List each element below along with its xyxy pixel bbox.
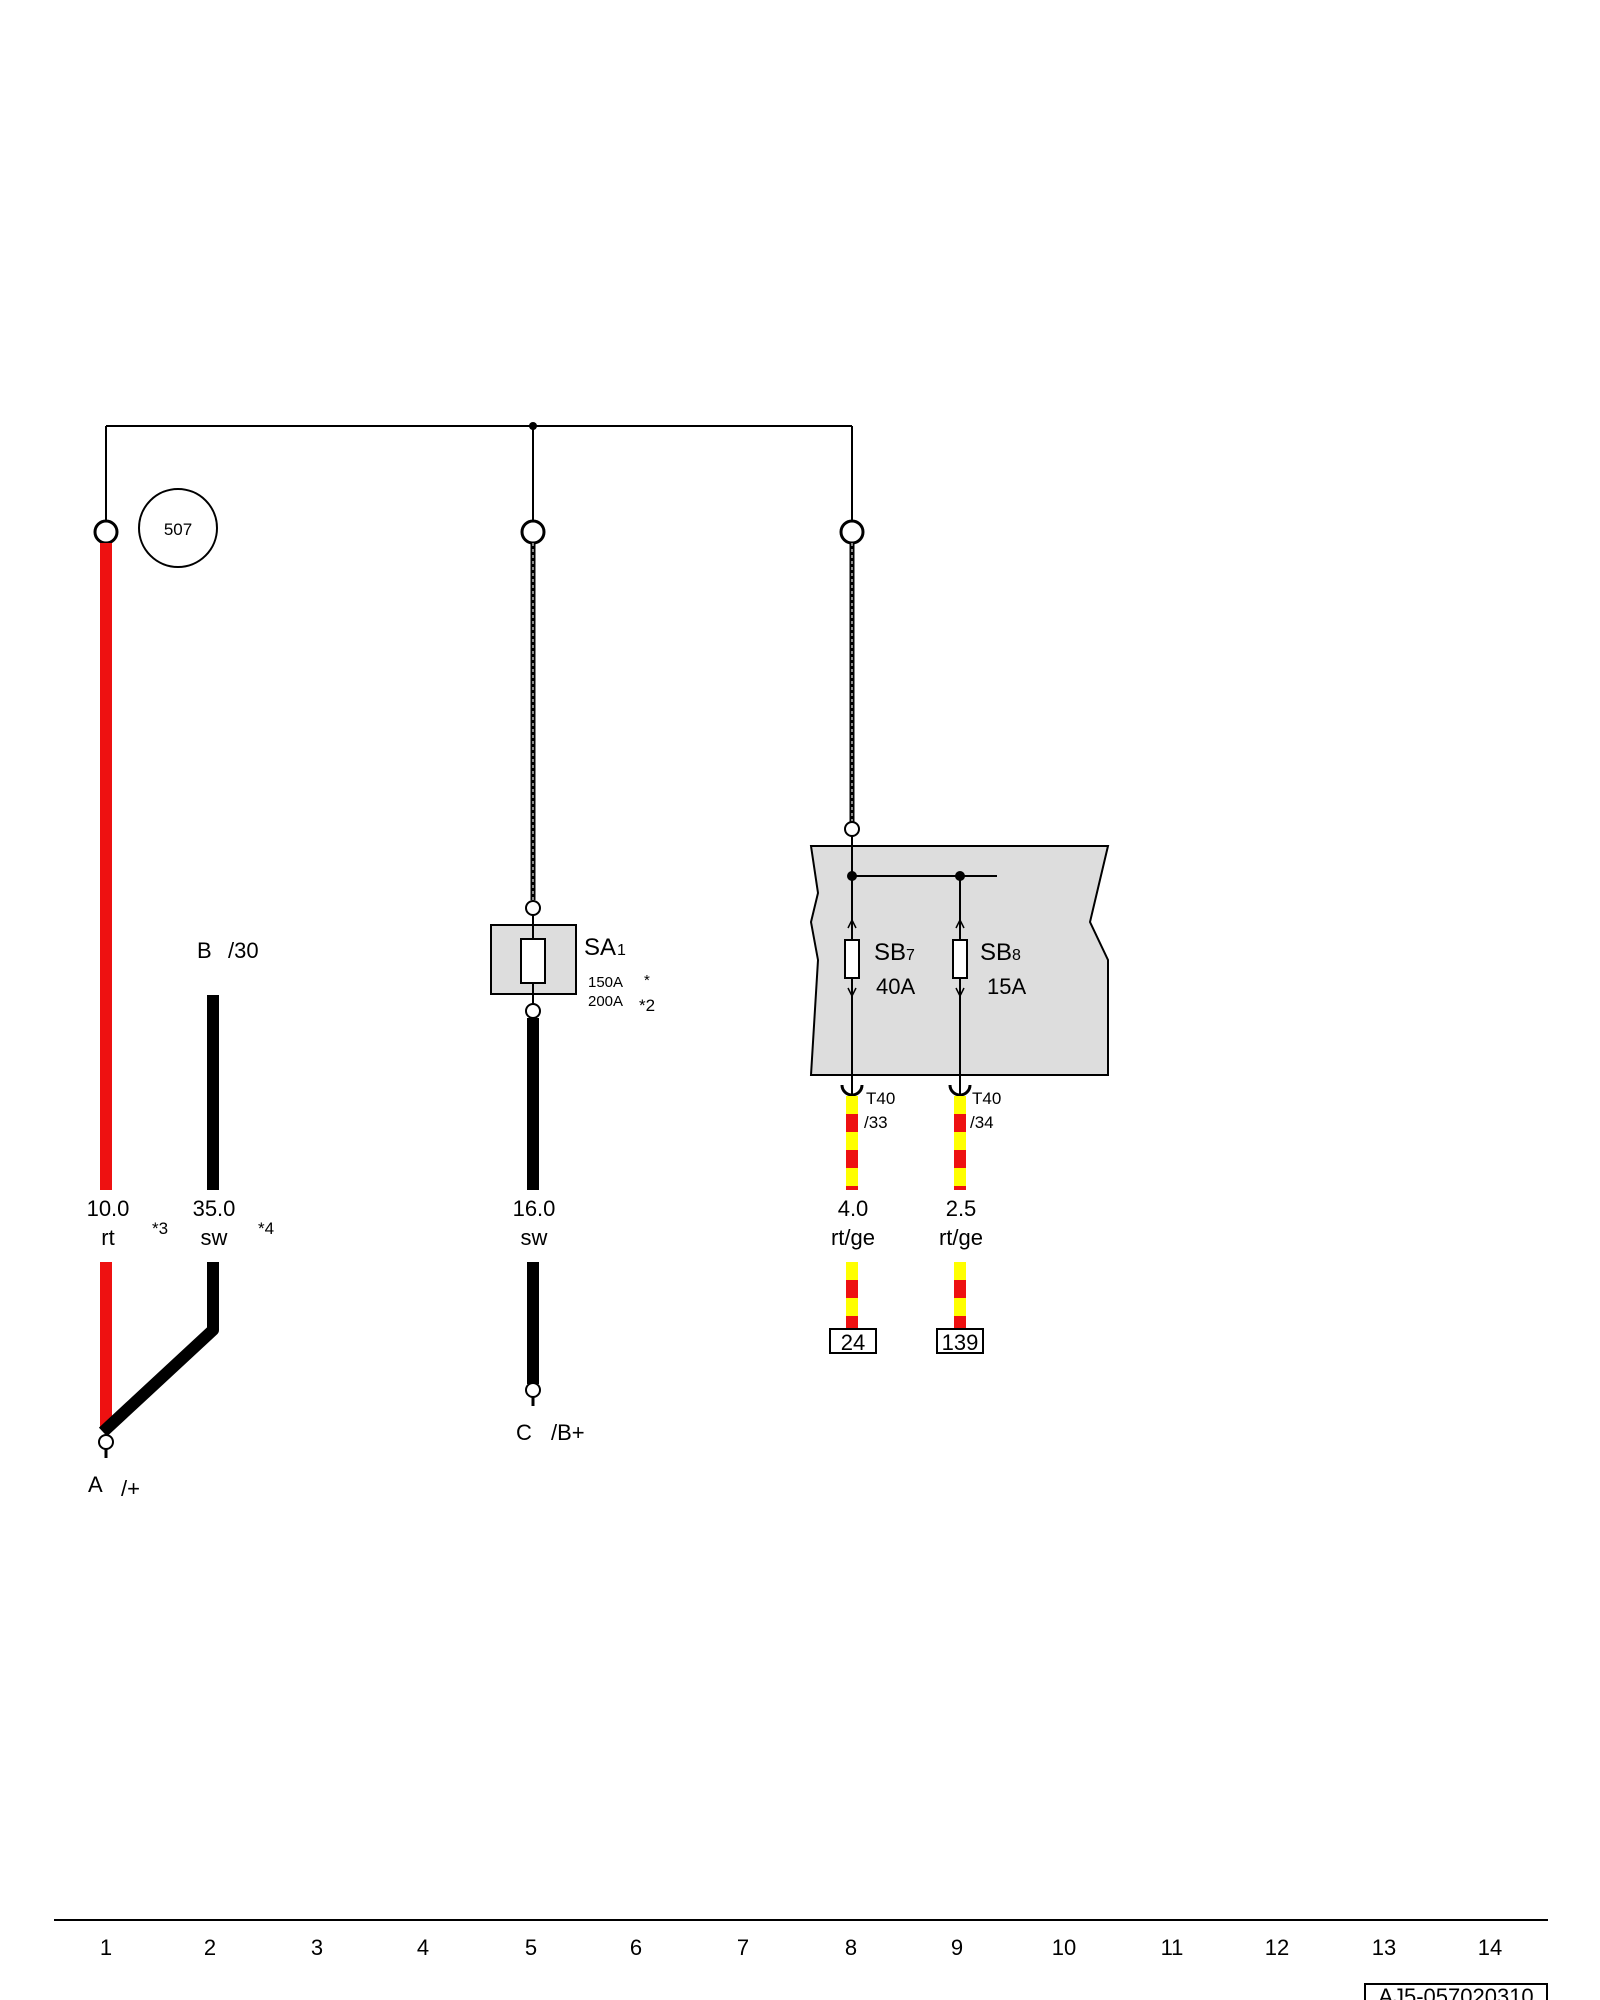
fuse-box: SB 7 40A SB 8 15A xyxy=(809,836,1110,1076)
svg-text:13: 13 xyxy=(1372,1935,1396,1960)
terminal-b: B /30 xyxy=(197,938,259,963)
fuse-sb8-name: SB xyxy=(980,939,1012,966)
svg-text:rt/ge: rt/ge xyxy=(831,1225,875,1250)
connector-sb8-pin: /34 xyxy=(970,1113,994,1132)
svg-text:8: 8 xyxy=(845,1935,857,1960)
svg-text:139: 139 xyxy=(942,1330,979,1355)
svg-text:10.0: 10.0 xyxy=(87,1196,130,1221)
fuse-sa1-name: SA xyxy=(584,934,616,961)
connector-sb7-name: T40 xyxy=(866,1089,895,1108)
fuse-sb7: SB 7 40A xyxy=(844,918,915,999)
svg-text:5: 5 xyxy=(525,1935,537,1960)
reference-box-24: 24 xyxy=(829,1328,877,1355)
wire-2-black xyxy=(98,995,219,1437)
wire-label-8: 4.0 rt/ge xyxy=(831,1196,875,1250)
document-id: AJ5-057020310 xyxy=(1378,1984,1533,2000)
svg-text:sw: sw xyxy=(201,1225,228,1250)
fuse-sa1: SA 1 150A * 200A *2 xyxy=(490,915,655,1015)
terminal-c-letter: C xyxy=(516,1420,532,1445)
terminal-a-letter: A xyxy=(88,1472,103,1497)
terminal-b-letter: B xyxy=(197,938,212,963)
svg-text:rt/ge: rt/ge xyxy=(939,1225,983,1250)
fuse-sa1-mark-1: * xyxy=(644,972,650,989)
fuse-sa1-sub: 1 xyxy=(617,942,626,959)
svg-text:16.0: 16.0 xyxy=(513,1196,556,1221)
svg-text:14: 14 xyxy=(1478,1935,1502,1960)
terminal-b-suffix: /30 xyxy=(228,938,259,963)
fuse-sa1-mark-2: *2 xyxy=(639,996,655,1015)
svg-text:24: 24 xyxy=(841,1330,865,1355)
reference-marker: 507 xyxy=(138,488,218,568)
svg-text:*3: *3 xyxy=(152,1219,168,1238)
svg-text:3: 3 xyxy=(311,1935,323,1960)
wire-label-2: 35.0 sw *4 xyxy=(193,1196,274,1250)
svg-text:12: 12 xyxy=(1265,1935,1289,1960)
reference-box-139: 139 xyxy=(936,1328,984,1355)
svg-text:7: 7 xyxy=(737,1935,749,1960)
bus-terminal-1 xyxy=(93,519,119,545)
bus-terminal-5 xyxy=(520,519,546,545)
marker-number: 507 xyxy=(164,520,192,539)
fuse-sa1-rating-1: 150A xyxy=(588,974,623,991)
fuse-sb8: SB 8 15A xyxy=(952,918,1026,999)
wire-8-feed xyxy=(844,543,860,837)
bus-terminal-8 xyxy=(839,519,865,545)
fuse-sa1-rating-2: 200A xyxy=(588,993,623,1010)
connector-t40-34: T40 /34 xyxy=(948,1075,1001,1132)
svg-text:2.5: 2.5 xyxy=(946,1196,977,1221)
svg-text:1: 1 xyxy=(100,1935,112,1960)
svg-text:*4: *4 xyxy=(258,1219,274,1238)
connector-sb7-pin: /33 xyxy=(864,1113,888,1132)
svg-text:2: 2 xyxy=(204,1935,216,1960)
wire-label-1: 10.0 rt *3 xyxy=(87,1196,168,1250)
svg-text:sw: sw xyxy=(521,1225,548,1250)
svg-text:rt: rt xyxy=(101,1225,114,1250)
connector-t40-33: T40 /33 xyxy=(840,1075,895,1132)
connector-sb8-name: T40 xyxy=(972,1089,1001,1108)
svg-text:6: 6 xyxy=(630,1935,642,1960)
wire-label-5: 16.0 sw xyxy=(513,1196,556,1250)
terminal-c-suffix: /B+ xyxy=(551,1420,585,1445)
document-id-box: AJ5-057020310 xyxy=(1364,1983,1548,2000)
fuse-sb7-sub: 7 xyxy=(906,947,915,964)
svg-text:11: 11 xyxy=(1161,1935,1184,1960)
wire-label-9: 2.5 rt/ge xyxy=(939,1196,983,1250)
wire-5 xyxy=(525,543,541,1406)
top-bus xyxy=(105,422,853,521)
fuse-sb7-rating: 40A xyxy=(876,974,915,999)
terminal-a: A /+ xyxy=(88,1434,140,1501)
svg-text:4: 4 xyxy=(417,1935,429,1960)
fuse-sb8-sub: 8 xyxy=(1012,947,1021,964)
terminal-c: C /B+ xyxy=(516,1420,585,1445)
column-ruler: 1 2 3 4 5 6 7 8 9 10 11 12 13 14 xyxy=(54,1919,1548,1960)
terminal-a-suffix: /+ xyxy=(121,1476,140,1501)
svg-text:9: 9 xyxy=(951,1935,963,1960)
fuse-sb7-name: SB xyxy=(874,939,906,966)
svg-text:10: 10 xyxy=(1052,1935,1076,1960)
fuse-sb8-rating: 15A xyxy=(987,974,1026,999)
svg-text:35.0: 35.0 xyxy=(193,1196,236,1221)
svg-text:4.0: 4.0 xyxy=(838,1196,869,1221)
